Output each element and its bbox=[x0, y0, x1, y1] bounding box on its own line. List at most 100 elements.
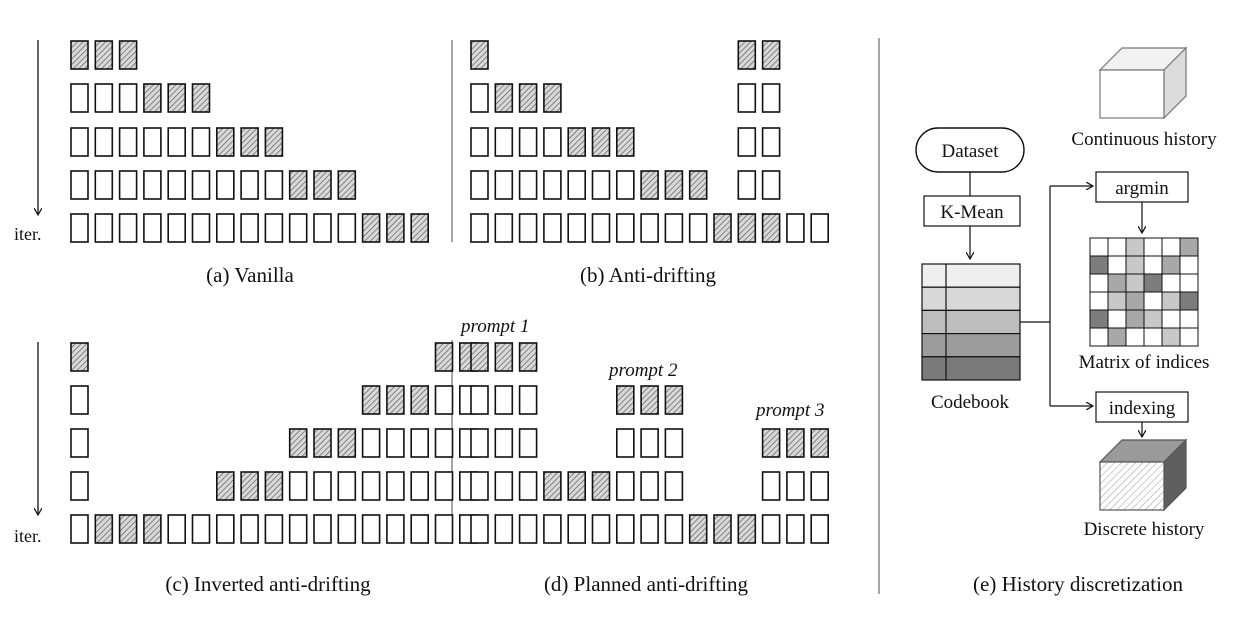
matrix-cell bbox=[1161, 291, 1181, 311]
frame-block bbox=[470, 127, 489, 157]
matrix-cell bbox=[1143, 291, 1163, 311]
matrix-cell bbox=[1161, 309, 1181, 329]
frame-block-active bbox=[640, 170, 659, 200]
matrix-cell bbox=[1161, 273, 1181, 293]
matrix-cell bbox=[1125, 237, 1145, 257]
frame-block-active bbox=[786, 428, 805, 458]
frame-block bbox=[361, 428, 381, 458]
matrix-cell bbox=[1143, 273, 1163, 293]
codebook-entry bbox=[921, 356, 1021, 381]
caption-a: (a) Vanilla bbox=[206, 263, 294, 287]
frame-block bbox=[615, 213, 635, 243]
frame-block bbox=[70, 170, 89, 200]
frame-block bbox=[761, 83, 781, 113]
frame-block bbox=[288, 514, 308, 544]
frame-block-active bbox=[494, 342, 514, 372]
frame-block bbox=[313, 471, 332, 501]
frame-block bbox=[543, 127, 562, 157]
frame-block-active bbox=[410, 213, 430, 243]
kmean-box bbox=[923, 195, 1021, 227]
frame-block bbox=[761, 170, 781, 200]
frame-block bbox=[664, 213, 684, 243]
frame-block bbox=[167, 213, 186, 243]
frame-block bbox=[761, 471, 781, 501]
panel-b-blocks bbox=[470, 40, 830, 243]
frame-block bbox=[786, 213, 805, 243]
frame-block-active bbox=[470, 40, 489, 70]
frame-block bbox=[615, 471, 635, 501]
frame-block-active bbox=[591, 471, 611, 501]
frame-block-active bbox=[494, 83, 514, 113]
frame-block bbox=[191, 170, 211, 200]
frame-block bbox=[470, 83, 489, 113]
continuous-history-label: Continuous history bbox=[1071, 129, 1217, 150]
frame-block-active bbox=[70, 342, 89, 372]
frame-block bbox=[216, 213, 235, 243]
frame-block-active bbox=[688, 170, 708, 200]
argmin-label: argmin bbox=[1115, 178, 1169, 199]
frame-block bbox=[240, 213, 259, 243]
matrix-cell bbox=[1089, 327, 1109, 347]
frame-block-active bbox=[70, 40, 89, 70]
frame-block-active bbox=[313, 428, 332, 458]
frame-block-active bbox=[591, 127, 611, 157]
frame-block bbox=[143, 127, 162, 157]
frame-block-active bbox=[216, 127, 235, 157]
matrix-cell bbox=[1089, 255, 1109, 275]
continuous-history-cube bbox=[1098, 46, 1188, 120]
frame-block bbox=[543, 514, 562, 544]
frame-block-active bbox=[264, 127, 284, 157]
prompt-2-label: prompt 2 bbox=[607, 360, 678, 381]
frame-block-active bbox=[688, 514, 708, 544]
frame-block-active bbox=[386, 385, 405, 415]
frame-block bbox=[737, 83, 757, 113]
panel-c-blocks bbox=[70, 342, 478, 544]
frame-block bbox=[361, 471, 381, 501]
frame-block bbox=[264, 170, 284, 200]
frame-block bbox=[470, 514, 489, 544]
frame-block bbox=[567, 170, 587, 200]
frame-block bbox=[118, 83, 138, 113]
frame-block bbox=[543, 170, 562, 200]
frame-block-active bbox=[543, 83, 562, 113]
frame-block-active bbox=[567, 471, 587, 501]
matrix-cell bbox=[1125, 255, 1145, 275]
frame-block bbox=[337, 213, 357, 243]
frame-block-active bbox=[313, 170, 332, 200]
codebook-entry bbox=[921, 309, 1021, 335]
frame-block bbox=[664, 428, 684, 458]
frame-block-active bbox=[713, 213, 732, 243]
frame-block bbox=[191, 213, 211, 243]
frame-block bbox=[615, 170, 635, 200]
frame-block bbox=[518, 428, 538, 458]
frame-block bbox=[591, 213, 611, 243]
prompt-3-label: prompt 3 bbox=[754, 400, 824, 421]
frame-block-active bbox=[761, 428, 781, 458]
frame-block bbox=[240, 170, 259, 200]
matrix-cell bbox=[1161, 255, 1181, 275]
frame-block bbox=[264, 514, 284, 544]
frame-block bbox=[615, 514, 635, 544]
frame-block-active bbox=[361, 213, 381, 243]
caption-e: (e) History discretization bbox=[973, 572, 1183, 596]
frame-block-active bbox=[810, 428, 830, 458]
matrix-cell bbox=[1179, 255, 1199, 275]
frame-block bbox=[118, 127, 138, 157]
frame-block bbox=[94, 83, 114, 113]
frame-block bbox=[518, 385, 538, 415]
matrix-cell bbox=[1107, 255, 1127, 275]
frame-block bbox=[640, 514, 659, 544]
matrix-cell bbox=[1107, 237, 1127, 257]
matrix-cell bbox=[1089, 273, 1109, 293]
frame-block-active bbox=[737, 514, 757, 544]
caption-d: (d) Planned anti-drifting bbox=[544, 572, 749, 596]
frame-block bbox=[70, 428, 89, 458]
frame-block-active bbox=[240, 471, 259, 501]
frame-block-active bbox=[288, 170, 308, 200]
frame-block bbox=[167, 170, 186, 200]
frame-block bbox=[361, 514, 381, 544]
frame-block bbox=[470, 428, 489, 458]
frame-block bbox=[737, 170, 757, 200]
frame-block-active bbox=[543, 471, 562, 501]
